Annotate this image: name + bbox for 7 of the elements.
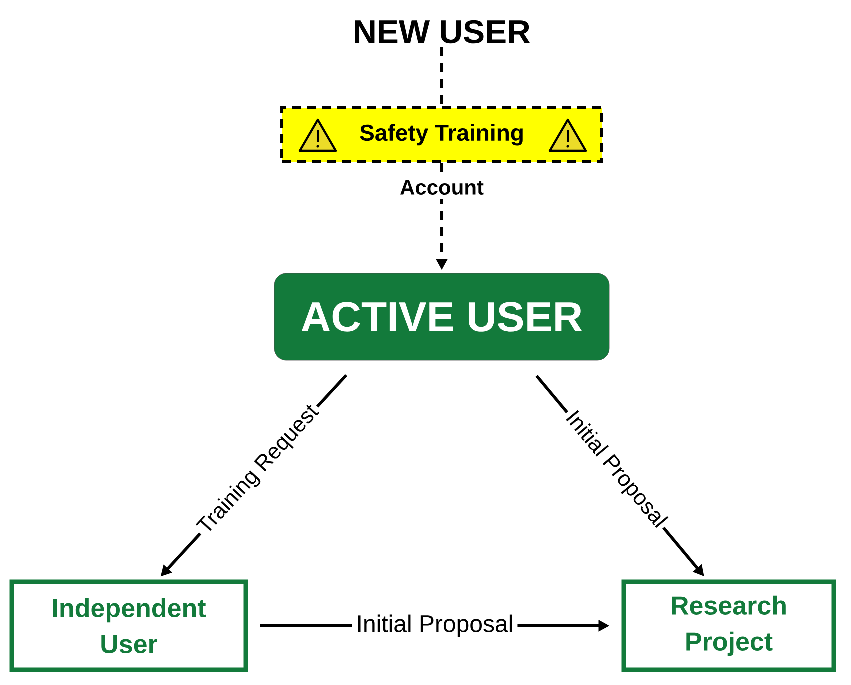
warning-box: Safety Training [280, 106, 604, 164]
outcome-box: Research Project [622, 580, 836, 672]
edge-label: Initial Proposal [352, 610, 518, 642]
title-text: NEW USER [355, 20, 530, 44]
status-box: ACTIVE USER [274, 273, 610, 361]
outcome-box: Independent User [10, 580, 248, 672]
edge-label: Account [396, 176, 488, 199]
